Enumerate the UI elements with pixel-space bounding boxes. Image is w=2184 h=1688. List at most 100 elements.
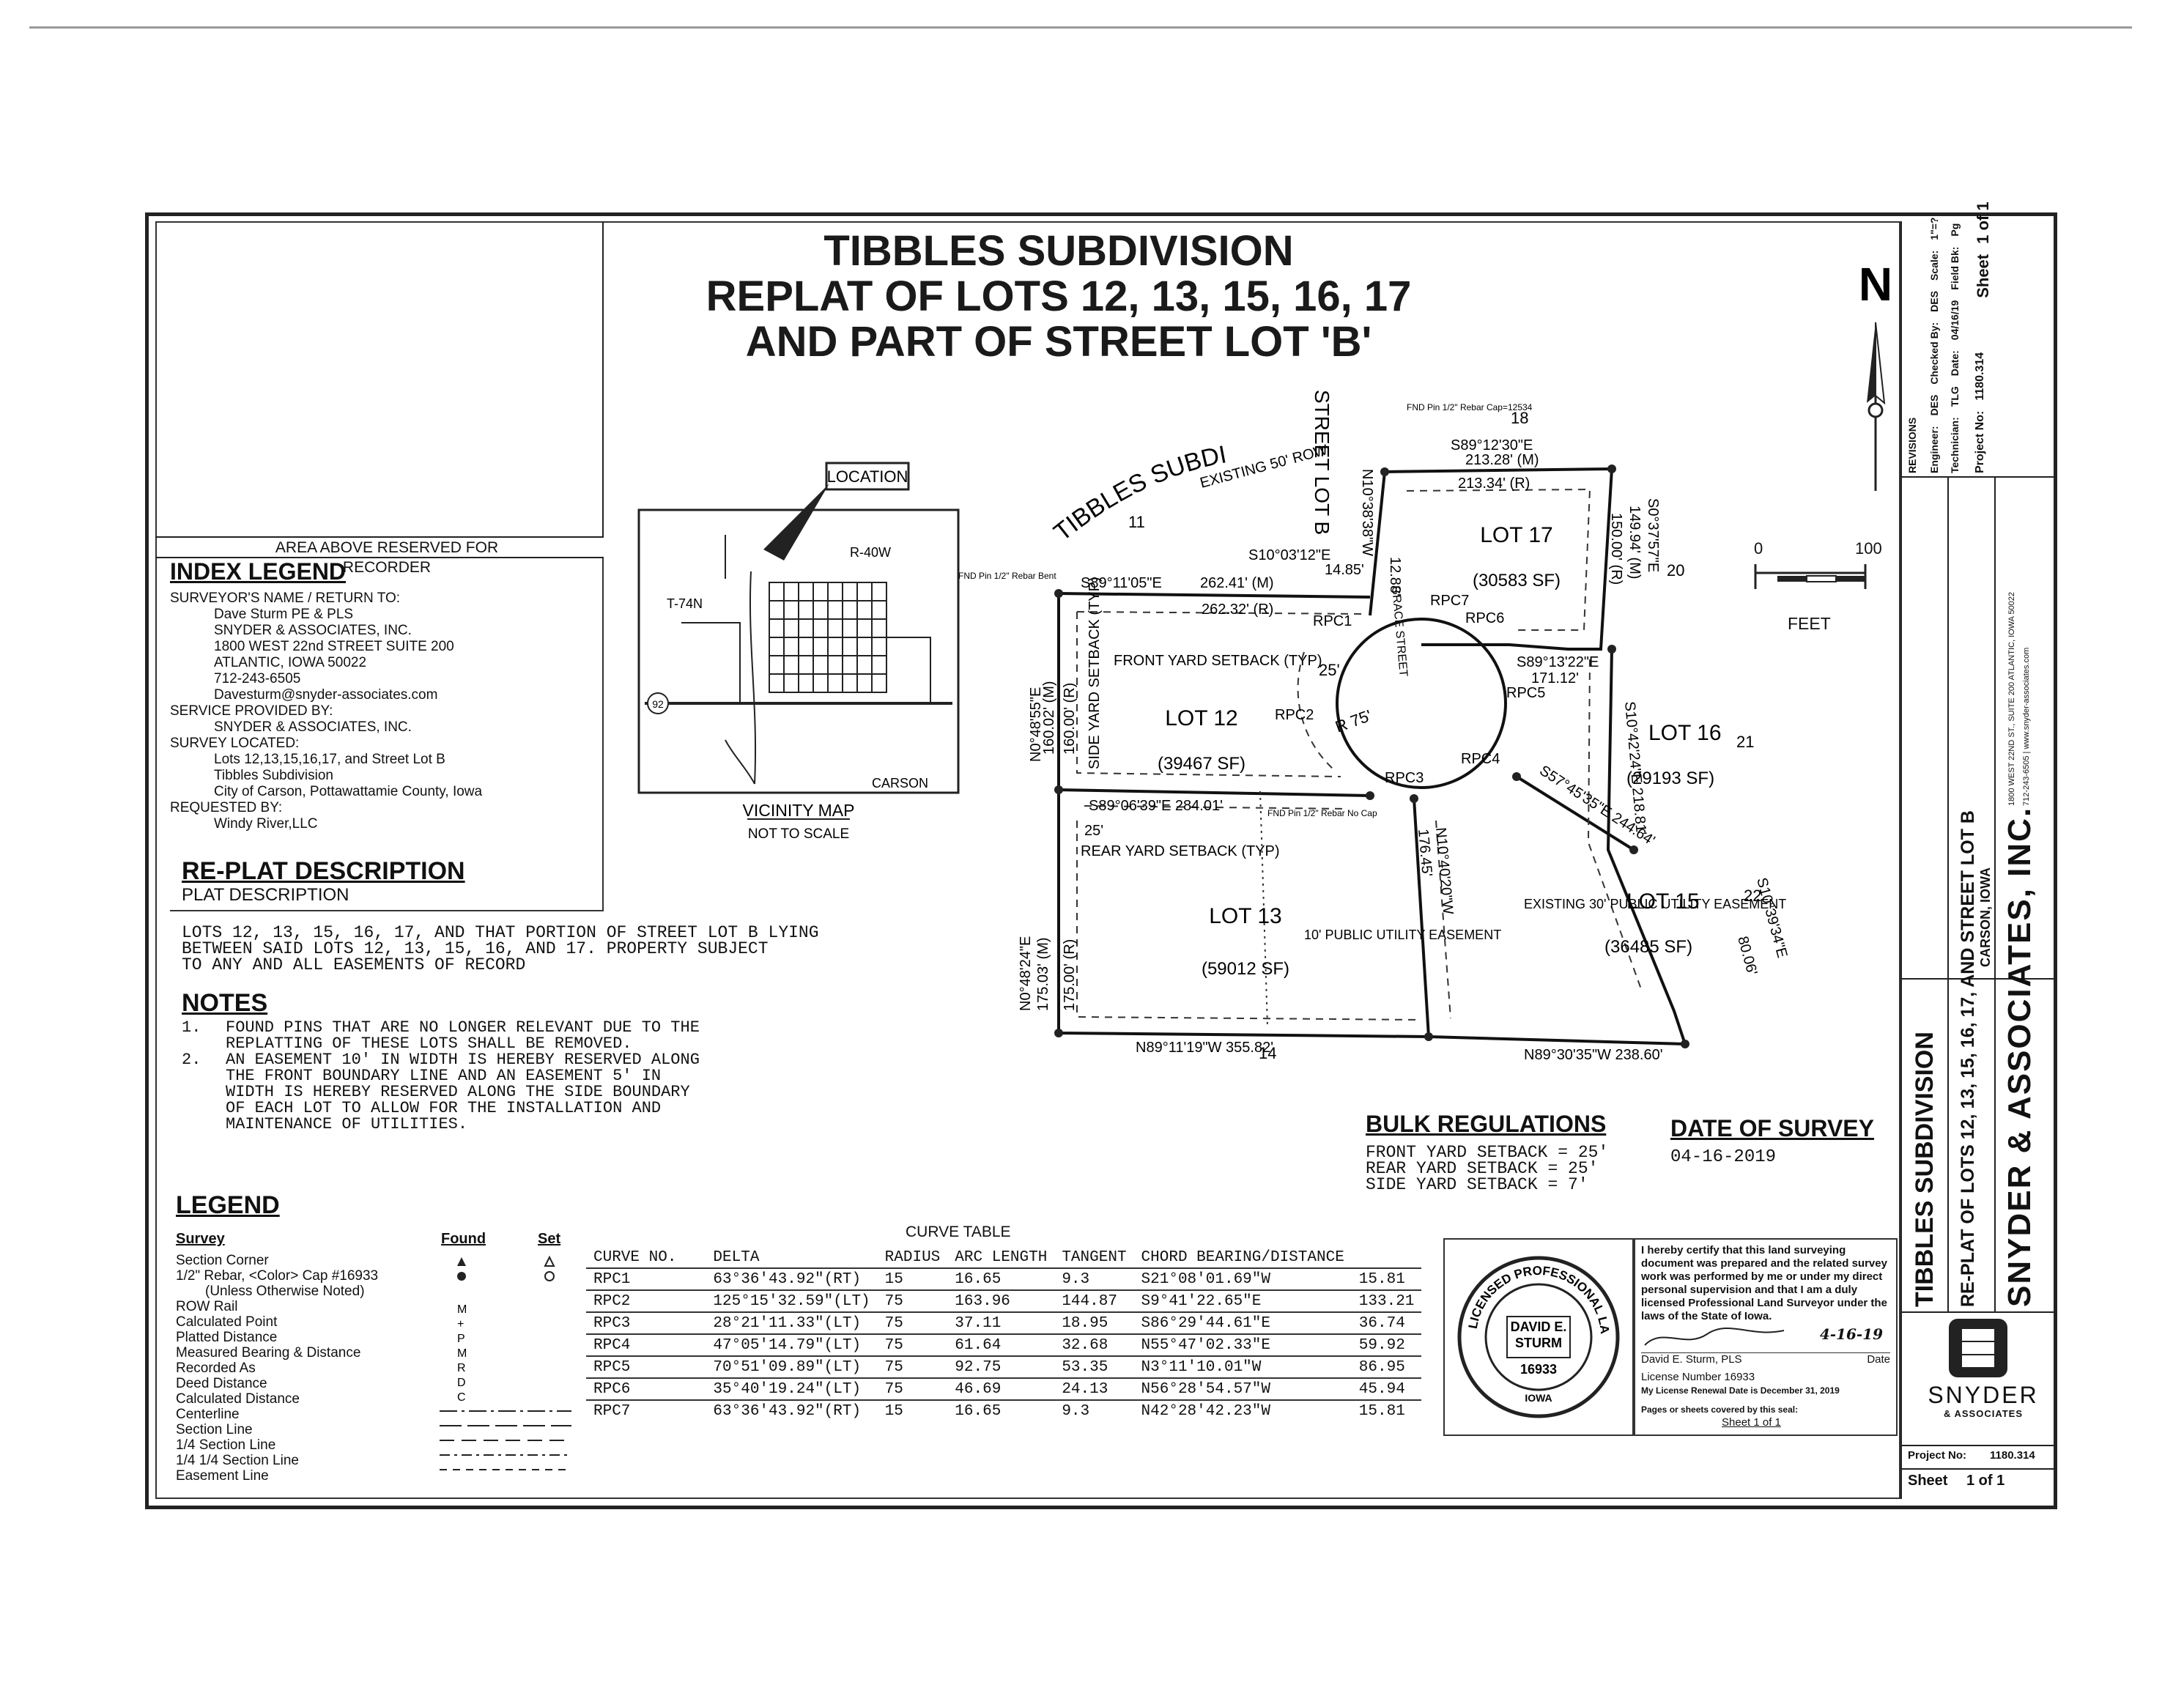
- bearing-label: S89°13'22"E: [1517, 654, 1599, 670]
- surveyor-seal: LICENSED PROFESSIONAL LAND SURVEYOR DAVI…: [1454, 1249, 1620, 1418]
- legend-code: C: [457, 1391, 466, 1404]
- recorder-bottom-line: [155, 536, 604, 538]
- existing-easement-note: EXISTING 30' PUBLIC UTILITY EASEMENT: [1524, 897, 1786, 911]
- curve-cell: 45.94: [1351, 1377, 1422, 1400]
- curve-cell: 75: [877, 1333, 948, 1356]
- legend-item: Deed Distance: [176, 1376, 267, 1391]
- pin-markers: [1054, 464, 1689, 1048]
- plat-drawing: TIBBLES SUBDIVISION EXISTING 50' ROW STR…: [952, 381, 1790, 1063]
- legend-item: 1/2" Rebar, <Color> Cap #16933: [176, 1268, 379, 1284]
- legend-item: Recorded As: [176, 1361, 256, 1376]
- note-number: 2.: [182, 1051, 201, 1069]
- curve-cell: RPC3: [586, 1311, 684, 1334]
- scale-label: Scale:: [1928, 250, 1940, 281]
- bulk-lines: FRONT YARD SETBACK = 25' REAR YARD SETBA…: [1366, 1144, 1608, 1193]
- sidebar-phone: 712-243-6505 | www.snyder-associates.com: [2022, 647, 2031, 806]
- sidebar-line: [1900, 1445, 2054, 1446]
- index-line: Dave Sturm PE & PLS: [214, 607, 354, 622]
- bearing-label: S89°06'39"E 284.01': [1089, 798, 1223, 814]
- scale-bar: [1754, 564, 1867, 589]
- location-arrow: [763, 484, 829, 560]
- curve-header: RADIUS: [884, 1248, 941, 1266]
- sidebar-sheet-label: Sheet: [1974, 253, 1992, 298]
- curve-cell: 144.87: [1054, 1289, 1134, 1312]
- bearing-label: N10°40'20"W: [1432, 827, 1456, 916]
- replat-line: BETWEEN SAID LOTS 12, 13, 15, 16, AND 17…: [182, 939, 769, 958]
- legend-item: Easement Line: [176, 1468, 269, 1484]
- sidebar-location: CARSON, IOWA: [1978, 867, 1993, 967]
- vicinity-town: CARSON: [872, 776, 928, 791]
- footer-sheet-label: Sheet: [1908, 1473, 1948, 1489]
- rpc-label: RPC7: [1430, 593, 1469, 609]
- curve-cell: N55°47'02.33"E: [1133, 1333, 1352, 1356]
- index-line: ATLANTIC, IOWA 50022: [214, 655, 367, 670]
- cert-line: I hereby certify that this land surveyin…: [1641, 1244, 1846, 1256]
- notes-list: 1. FOUND PINS THAT ARE NO LONGER RELEVAN…: [182, 1020, 700, 1133]
- curve-cell: 15: [877, 1267, 948, 1290]
- sheet-border: [145, 212, 2057, 1509]
- curve-cell: 53.35: [1054, 1355, 1134, 1378]
- curve-cell: RPC6: [586, 1377, 684, 1400]
- north-arrow: N: [1859, 258, 1892, 491]
- checked-label: Checked By:: [1928, 322, 1940, 385]
- license-number: License Number 16933: [1641, 1371, 1755, 1383]
- note-line: MAINTENANCE OF UTILITIES.: [226, 1115, 468, 1133]
- lot-15-area: (36485 SF): [1604, 937, 1692, 957]
- rebar-set-icon: [544, 1271, 555, 1281]
- sidebar-line: [1900, 978, 2054, 980]
- vicinity-range: R-40W: [850, 545, 891, 560]
- bearing-label: 213.34' (R): [1458, 475, 1530, 492]
- neighbor-lot: 20: [1667, 561, 1684, 580]
- sidebar-project-no: 1180.314: [1974, 352, 1986, 401]
- title-line-2: REPLAT OF LOTS 12, 13, 15, 16, 17: [706, 273, 1412, 320]
- curve-cell: 16.65: [947, 1399, 1055, 1421]
- bearing-label: 160.02' (M): [1041, 681, 1057, 755]
- location-callout-box: [825, 462, 910, 491]
- curve-cell: S86°29'44.61"E: [1133, 1311, 1352, 1334]
- setback-25-front: 25': [1319, 661, 1340, 679]
- legend-item: Calculated Point: [176, 1314, 278, 1330]
- curve-cell: S9°41'22.65"E: [1133, 1289, 1352, 1312]
- curve-table-title: CURVE TABLE: [906, 1224, 1011, 1240]
- date-value: 04/16/19: [1949, 300, 1961, 341]
- index-line: City of Carson, Pottawattamie County, Io…: [214, 784, 483, 799]
- license-renewal: My License Renewal Date is December 31, …: [1641, 1385, 1840, 1396]
- signature-area: 4-16-19: [1641, 1323, 1890, 1352]
- lot-13-area: (59012 SF): [1202, 959, 1289, 979]
- vicinity-map-frame: [637, 508, 960, 794]
- date-of-survey-value: 04-16-2019: [1670, 1147, 1777, 1167]
- vicinity-township: T-74N: [667, 596, 703, 611]
- lot-16-area: (29193 SF): [1626, 769, 1714, 788]
- footer-project-no-label: Project No:: [1908, 1449, 1967, 1462]
- index-line: Davesturm@snyder-associates.com: [214, 687, 438, 703]
- replat-heading: RE-PLAT DESCRIPTION: [182, 857, 465, 885]
- sidebar-project-title: TIBBLES SUBDIVISION: [1911, 1032, 1939, 1307]
- legend-item: 1/4 Section Line: [176, 1437, 276, 1453]
- lot-17-name: LOT 17: [1480, 523, 1553, 547]
- curve-cell: RPC7: [586, 1399, 684, 1421]
- curve-cell: 18.95: [1054, 1311, 1134, 1334]
- sidebar-line: [1900, 476, 2054, 478]
- curve-cell: 28°21'11.33"(LT): [684, 1311, 878, 1334]
- north-arrow-icon: [1867, 322, 1876, 403]
- lot-12-name: LOT 12: [1165, 706, 1238, 730]
- cert-line: licensed Professional Land Surveyor unde…: [1641, 1297, 1887, 1309]
- scale-zero: 0: [1754, 539, 1763, 558]
- note-line: WIDTH IS HEREBY RESERVED ALONG THE SIDE …: [226, 1083, 690, 1101]
- neighbor-lot: 21: [1736, 733, 1754, 751]
- seal-name-2: STURM: [1515, 1336, 1562, 1350]
- sidebar-line: [1900, 1468, 2054, 1470]
- section-corner-set-icon: [544, 1255, 555, 1267]
- curve-table-header: CURVE NO. DELTA RADIUS ARC LENGTH TANGEN…: [586, 1247, 1421, 1268]
- legend-heading: LEGEND: [176, 1191, 280, 1219]
- lot-13-name: LOT 13: [1209, 904, 1282, 928]
- note-line: FOUND PINS THAT ARE NO LONGER RELEVANT D…: [226, 1018, 700, 1037]
- legend-survey-col: Survey: [176, 1231, 225, 1247]
- index-line: 712-243-6505: [214, 671, 301, 686]
- legend-code: R: [457, 1362, 466, 1374]
- fnd-pin-bent-note: FND Pin 1/2" Rebar Bent: [958, 571, 1056, 581]
